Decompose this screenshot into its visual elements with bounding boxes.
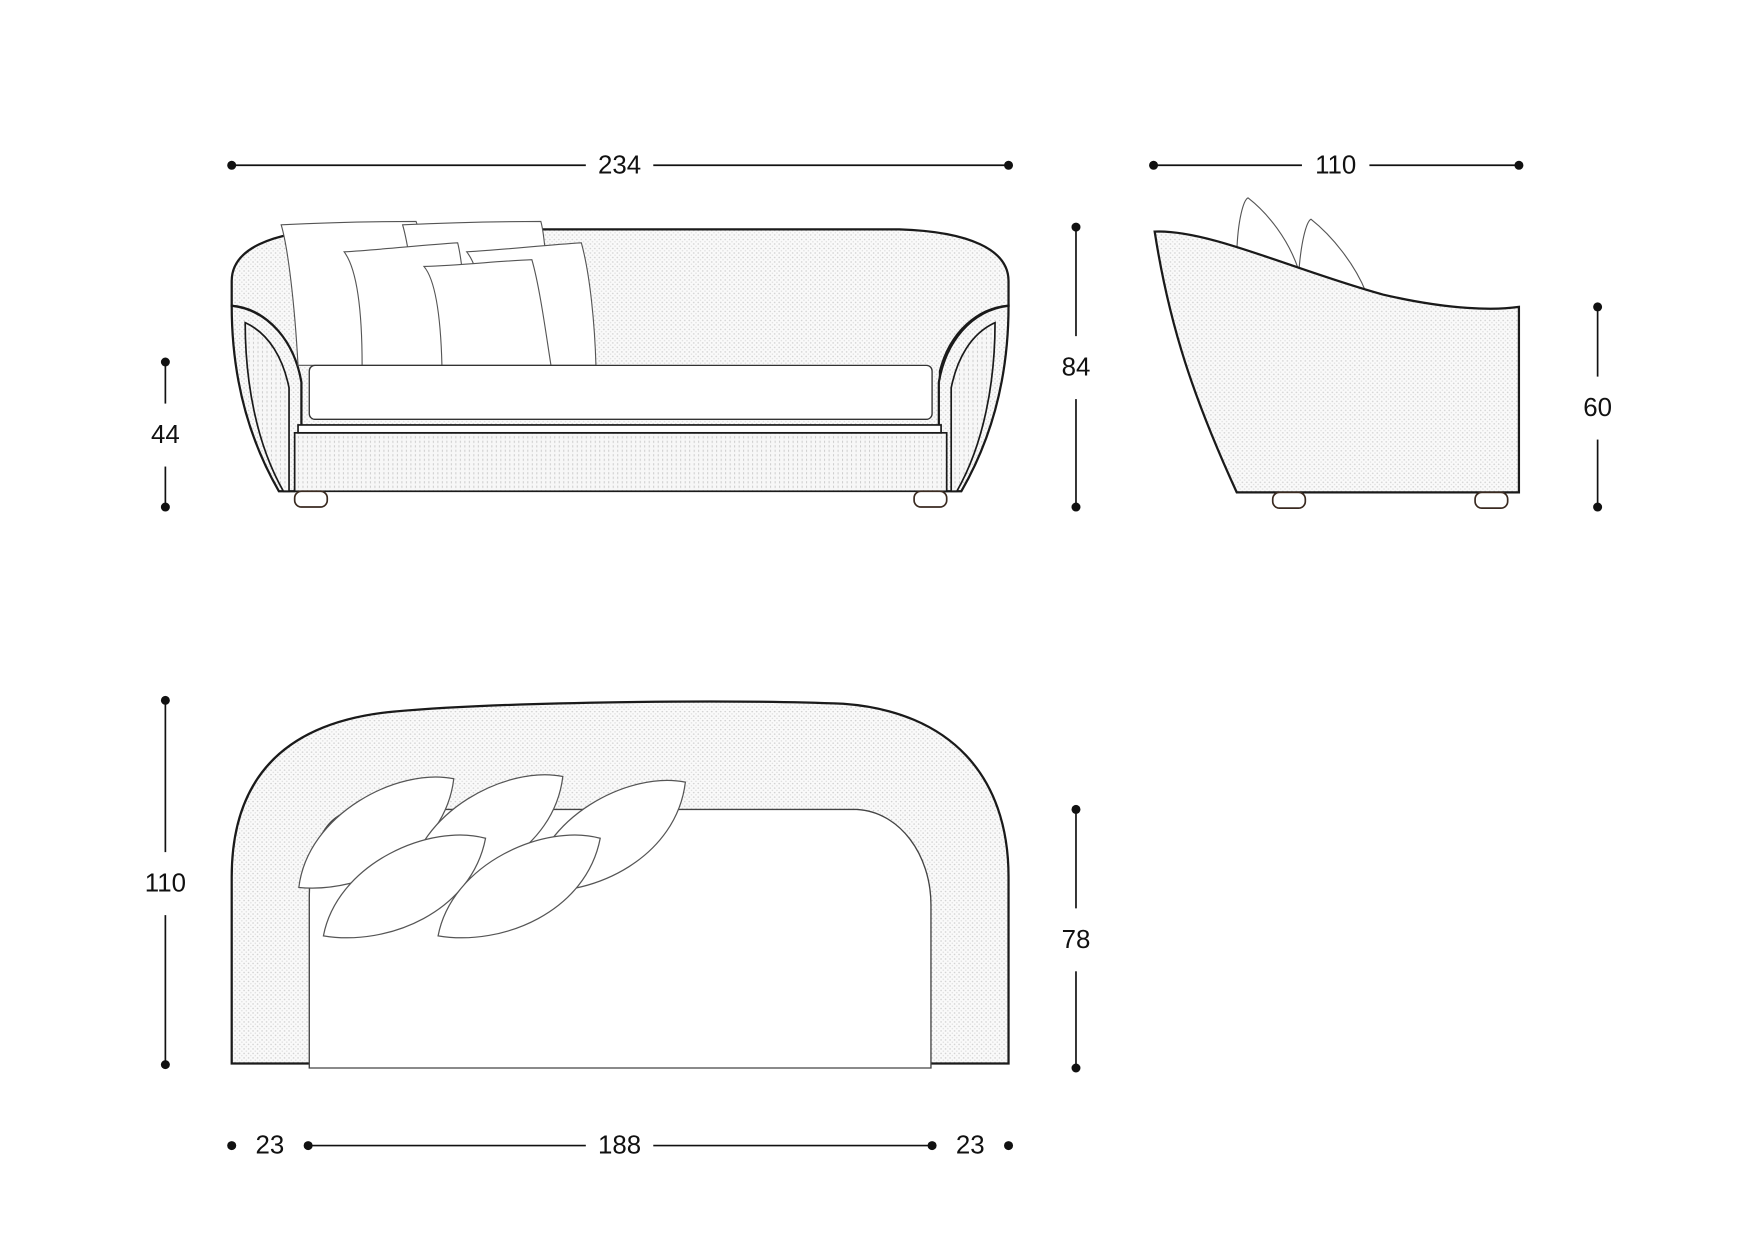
foot xyxy=(1271,491,1307,509)
dimension-endpoint xyxy=(1593,302,1603,312)
dimension-front-width: 234 xyxy=(227,151,1014,179)
dimension-label: 84 xyxy=(1062,354,1091,382)
dimension-endpoint xyxy=(227,1141,237,1151)
left-arm-panel xyxy=(244,321,290,493)
pillow xyxy=(322,834,487,939)
dimension-side-arm-height: 60 xyxy=(1583,302,1612,512)
dimension-label: 188 xyxy=(598,1132,641,1160)
dimension-endpoint xyxy=(1593,502,1603,512)
dimension-side-depth: 110 xyxy=(1149,151,1524,179)
seat-cushion xyxy=(308,364,933,421)
front-view xyxy=(230,220,1010,508)
dimension-endpoint xyxy=(1004,160,1014,170)
dimension-label: 23 xyxy=(956,1132,985,1160)
dimension-seat-height: 44 xyxy=(151,357,180,512)
foot xyxy=(913,490,948,508)
top-view xyxy=(230,700,1010,1069)
seat-frame xyxy=(297,424,942,434)
side-body xyxy=(1153,230,1521,494)
dimension-seat-depth: 78 xyxy=(1062,804,1091,1073)
dimension-endpoint xyxy=(1071,502,1081,512)
dimension-lines: 234 110 84 44 60 110 78 188 23 23 xyxy=(145,151,1612,1159)
dimension-endpoint xyxy=(1004,1141,1014,1151)
dimension-endpoint xyxy=(927,1141,937,1151)
dimension-seat-width: 188 xyxy=(303,1132,937,1160)
front-base-panel xyxy=(293,431,948,493)
dimension-endpoint xyxy=(1514,160,1524,170)
dimension-label: 60 xyxy=(1583,394,1612,422)
dimension-endpoint xyxy=(160,1060,170,1070)
dimension-label: 23 xyxy=(256,1132,285,1160)
dimension-label: 110 xyxy=(1315,151,1356,179)
dimension-arm-right: 23 xyxy=(956,1132,1014,1160)
pillow xyxy=(437,834,601,939)
back-pillow xyxy=(422,259,552,366)
dimension-label: 78 xyxy=(1062,926,1091,954)
side-view xyxy=(1153,197,1521,509)
dimension-endpoint xyxy=(1071,804,1081,814)
dimension-endpoint xyxy=(160,357,170,367)
foot xyxy=(293,490,329,508)
dimension-label: 44 xyxy=(151,421,180,449)
dimension-endpoint xyxy=(303,1141,313,1151)
dimension-endpoint xyxy=(227,160,237,170)
dimension-endpoint xyxy=(160,695,170,705)
right-arm-panel xyxy=(950,321,996,493)
foot xyxy=(1474,491,1509,509)
dimension-front-height: 84 xyxy=(1062,222,1091,512)
dimension-label: 234 xyxy=(598,151,641,179)
dimension-top-depth: 110 xyxy=(145,695,186,1070)
dimension-label: 110 xyxy=(145,870,186,898)
dimension-endpoint xyxy=(160,502,170,512)
dimension-endpoint xyxy=(1071,1063,1081,1073)
dimension-endpoint xyxy=(1071,222,1081,232)
dimension-endpoint xyxy=(1149,160,1159,170)
dimension-arm-left: 23 xyxy=(227,1132,284,1160)
